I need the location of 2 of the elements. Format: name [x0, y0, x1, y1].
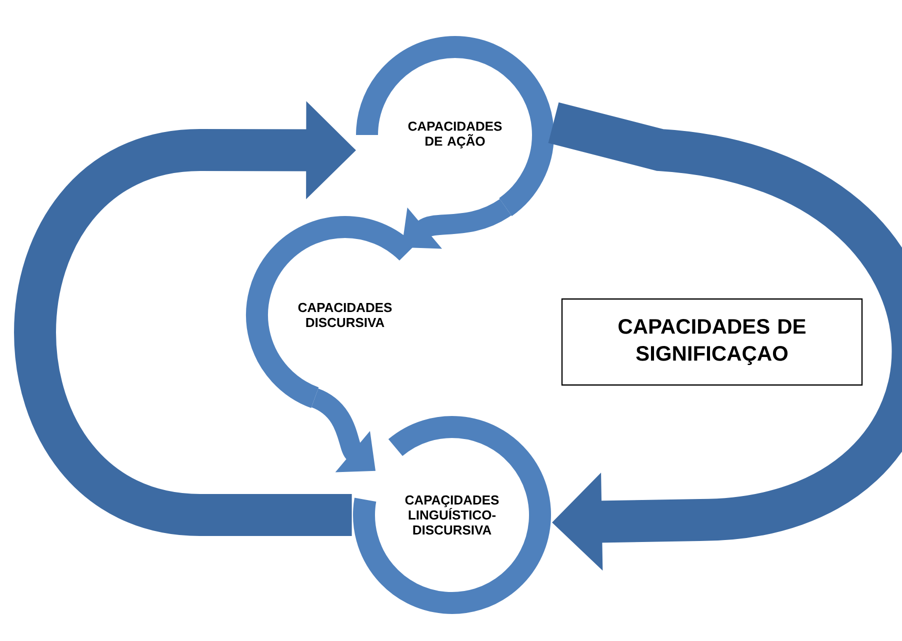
text-box: CAPACIDADES DE SIGNIFICAÇAO [561, 298, 863, 386]
curved-arrow [548, 102, 902, 571]
